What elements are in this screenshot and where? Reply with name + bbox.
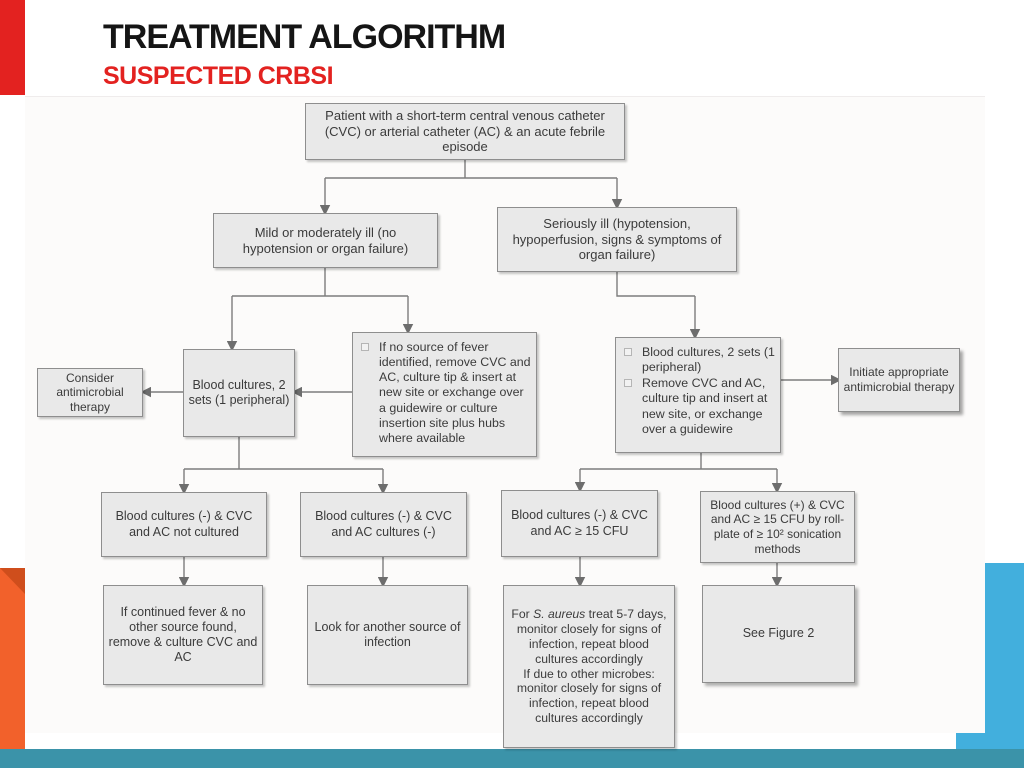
bullet-list: If no source of fever identified, remove… (360, 340, 531, 446)
node-serious-actions: Blood cultures, 2 sets (1 peripheral) Re… (615, 337, 781, 453)
s-aureus-italic: S. aureus (533, 607, 586, 621)
node-label: Seriously ill (hypotension, hypoperfusio… (512, 215, 722, 263)
node-label: Blood cultures (+) & CVC and AC ≥ 15 CFU… (710, 497, 845, 556)
node-label: If continued fever & no other source fou… (108, 604, 258, 665)
red-accent-bar (0, 0, 25, 95)
node-cultures-neg-not-cultured: Blood cultures (-) & CVC and AC not cult… (101, 492, 267, 557)
node-label: For S. aureus treat 5-7 days, monitor cl… (508, 607, 670, 726)
treatment-paragraph-1: For S. aureus treat 5-7 days, monitor cl… (508, 607, 670, 667)
node-cultures-neg-cfu-pos: Blood cultures (-) & CVC and AC ≥ 15 CFU (501, 490, 658, 557)
node-label: Patient with a short-term central venous… (324, 107, 606, 155)
node-label: Mild or moderately ill (no hypotension o… (242, 224, 409, 256)
node-continued-fever: If continued fever & no other source fou… (103, 585, 263, 685)
slide-subtitle: SUSPECTED CRBSI (103, 62, 334, 90)
node-cultures-pos-cfu-pos: Blood cultures (+) & CVC and AC ≥ 15 CFU… (700, 491, 855, 563)
text-run: For (511, 607, 534, 621)
bullet-list: Blood cultures, 2 sets (1 peripheral) Re… (623, 345, 775, 437)
node-label: Blood cultures (-) & CVC and AC not cult… (115, 509, 253, 539)
node-mild-illness: Mild or moderately ill (no hypotension o… (213, 213, 438, 268)
node-consider-therapy: Consider antimicrobial therapy (37, 368, 143, 417)
node-label: If no source of fever identified, remove… (379, 340, 531, 445)
node-label: Blood cultures, 2 sets (1 peripheral) (642, 345, 775, 375)
checkbox-bullet-icon (361, 343, 369, 351)
bullet-item: If no source of fever identified, remove… (360, 340, 531, 446)
checkbox-bullet-icon (624, 348, 632, 356)
checkbox-bullet-icon (624, 379, 632, 388)
node-s-aureus-treatment: For S. aureus treat 5-7 days, monitor cl… (503, 585, 675, 748)
node-label: Blood cultures (-) & CVC and AC ≥ 15 CFU (511, 508, 648, 538)
node-seriously-ill: Seriously ill (hypotension, hypoperfusio… (497, 207, 737, 272)
node-label: Initiate appropriate antimicrobial thera… (843, 365, 955, 394)
node-label: Blood cultures (-) & CVC and AC cultures… (315, 509, 452, 539)
node-blood-cultures: Blood cultures, 2 sets (1 peripheral) (183, 349, 295, 437)
bullet-item: Blood cultures, 2 sets (1 peripheral) (623, 345, 775, 375)
text-run: treat 5-7 days, monitor closely for sign… (516, 607, 667, 666)
node-initiate-therapy: Initiate appropriate antimicrobial thera… (838, 348, 960, 412)
node-label: See Figure 2 (742, 626, 815, 641)
node-no-source-fever: If no source of fever identified, remove… (352, 332, 537, 457)
node-label: Blood cultures, 2 sets (1 peripheral) (188, 377, 290, 407)
node-label: Remove CVC and AC, culture tip and inser… (642, 376, 768, 436)
slide-title: TREATMENT ALGORITHM (103, 18, 506, 56)
node-look-another-source: Look for another source of infection (307, 585, 468, 685)
orange-accent-bar (0, 568, 25, 752)
treatment-paragraph-2: If due to other microbes: monitor closel… (516, 666, 662, 726)
node-cultures-neg-neg: Blood cultures (-) & CVC and AC cultures… (300, 492, 467, 557)
node-see-figure-2: See Figure 2 (702, 585, 855, 683)
bullet-item: Remove CVC and AC, culture tip and inser… (623, 376, 775, 437)
node-patient-febrile: Patient with a short-term central venous… (305, 103, 625, 160)
node-label: Look for another source of infection (314, 619, 461, 649)
node-label: Consider antimicrobial therapy (56, 370, 124, 414)
teal-bottom-bar (0, 749, 1024, 768)
